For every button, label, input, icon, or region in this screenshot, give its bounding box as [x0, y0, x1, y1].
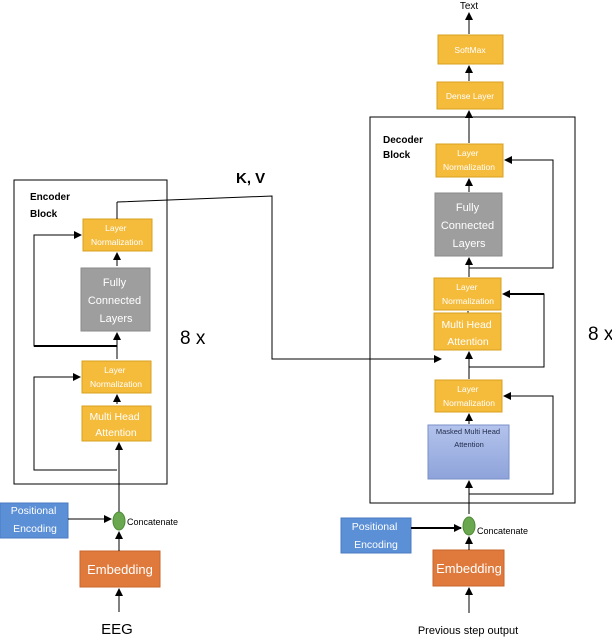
encoder-multi-head-attention	[81, 405, 152, 442]
decoder-dense-layer-label: Dense Layer	[446, 91, 494, 101]
decoder-masked-attention-label: Masked Multi Head Attention	[436, 427, 502, 449]
encoder-layer-norm-bottom-label: Layer Normalization	[90, 365, 142, 389]
decoder-positional-encoding-label: Positional Encoding	[352, 521, 400, 551]
decoder-layer-norm-top	[435, 143, 504, 178]
decoder-concatenate-node	[462, 516, 476, 536]
encoder-fully-connected-label: Fully Connected Layers	[88, 277, 144, 325]
decoder-layer-norm-mid	[433, 277, 502, 311]
decoder-input-label: Previous step output	[418, 625, 518, 637]
decoder-embedding	[432, 549, 505, 587]
encoder-repeat-label: 8 x	[180, 328, 206, 349]
decoder-layer-norm-bottom	[434, 379, 503, 413]
decoder-layer-norm-mid-label: Layer Normalization	[442, 282, 494, 306]
encoder-embedding-label: Embedding	[87, 562, 153, 577]
encoder-block-label: Encoder Block	[30, 192, 73, 220]
encoder-layer-norm-top-label: Layer Normalization	[91, 223, 143, 247]
encoder-fully-connected	[80, 267, 151, 332]
decoder-multi-head-attention	[433, 312, 502, 351]
decoder-softmax	[437, 34, 504, 65]
decoder-fully-connected	[434, 192, 503, 257]
encoder-layer-norm-bottom	[81, 360, 152, 394]
decoder-layer-norm-bottom-label: Layer Normalization	[443, 384, 495, 408]
encoder-multi-head-attention-label: Multi Head Attention	[89, 411, 142, 439]
decoder-fully-connected-label: Fully Connected Layers	[441, 202, 497, 250]
encoder-embedding	[79, 550, 161, 588]
encoder-block-frame	[13, 179, 168, 485]
decoder-block-label: Decoder Block	[383, 135, 426, 161]
kv-label: K, V	[236, 170, 265, 187]
decoder-multi-head-attention-label: Multi Head Attention	[441, 319, 494, 348]
encoder-concatenate-node	[112, 511, 126, 531]
decoder-positional-encoding	[340, 517, 412, 554]
decoder-softmax-label: SoftMax	[454, 45, 486, 55]
decoder-repeat-label: 8 x	[588, 324, 612, 345]
decoder-masked-attention	[427, 424, 510, 480]
encoder-concatenate-label: Concatenate	[127, 517, 178, 527]
decoder-embedding-label: Embedding	[436, 561, 502, 576]
encoder-input-label: EEG	[101, 621, 133, 638]
encoder-positional-encoding	[0, 502, 69, 539]
decoder-dense-layer	[436, 81, 504, 110]
encoder-positional-encoding-label: Positional Encoding	[11, 505, 59, 535]
decoder-concatenate-label: Concatenate	[477, 526, 528, 536]
decoder-output-label: Text	[460, 1, 479, 12]
decoder-layer-norm-top-label: Layer Normalization	[443, 148, 495, 172]
